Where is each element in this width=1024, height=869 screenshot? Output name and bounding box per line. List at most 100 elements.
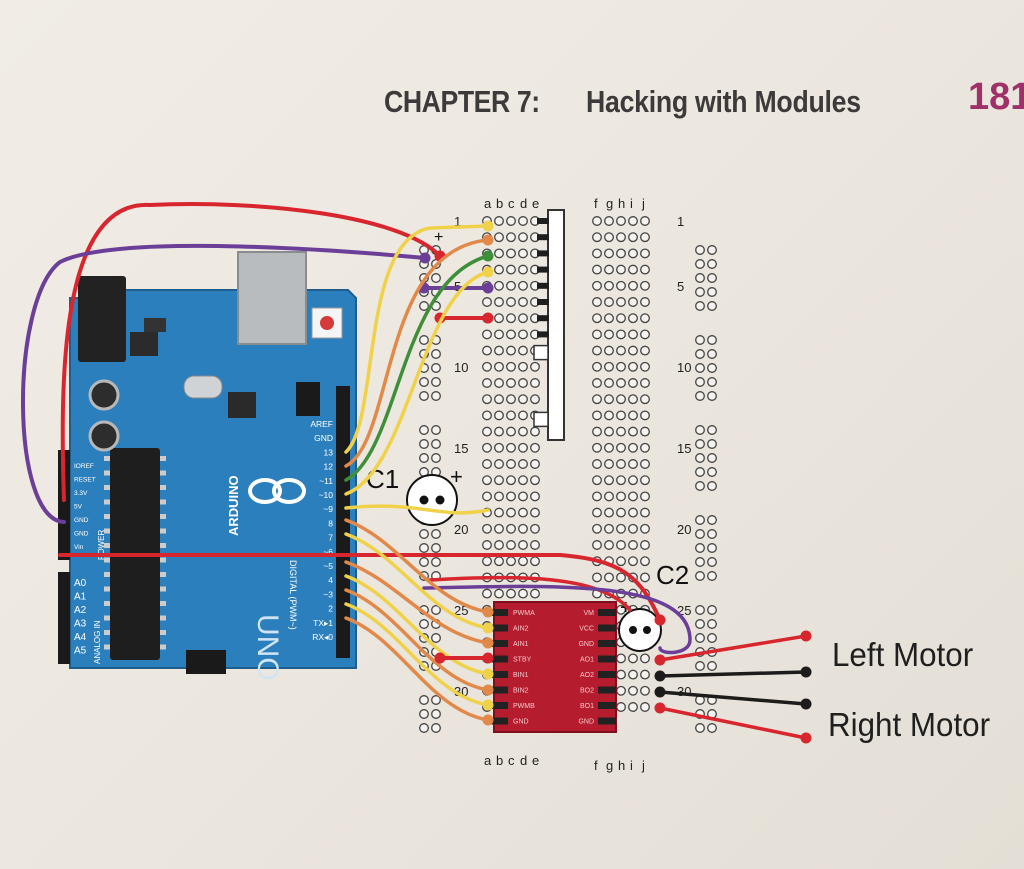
power-rail-hole	[419, 695, 429, 705]
power-rail-hole	[707, 273, 717, 283]
power-rail-hole	[695, 571, 705, 581]
digital-pin-label: 7	[328, 533, 333, 543]
jumper-wire	[344, 574, 490, 676]
column-label: j	[641, 196, 645, 211]
breadboard-hole	[518, 410, 528, 421]
capacitor-c1-label: C1	[366, 464, 399, 494]
reset-button-cap	[320, 316, 334, 330]
wire-end	[800, 698, 812, 710]
breadboard-hole	[616, 491, 626, 502]
jumper-wire	[344, 588, 490, 692]
breadboard-hole	[530, 556, 540, 567]
power-rail-hole	[707, 543, 717, 553]
breadboard-hole	[494, 426, 504, 437]
power-rail-hole	[707, 467, 717, 477]
chip-pin	[160, 456, 166, 461]
wire-end	[482, 282, 494, 294]
breadboard-hole	[506, 280, 516, 291]
driver-pin-label-left: PWMA	[513, 610, 535, 617]
power-rail-hole	[695, 605, 705, 615]
arduino-logo	[248, 478, 282, 504]
breadboard-hole	[628, 685, 638, 696]
breadboard-hole	[592, 572, 602, 583]
breadboard-hole	[640, 685, 650, 696]
power-rail-hole	[431, 557, 441, 567]
column-label: h	[618, 196, 625, 211]
wire-end	[482, 266, 494, 278]
breadboard-hole	[506, 361, 516, 372]
breadboard-hole	[592, 280, 602, 291]
voltage-regulator	[144, 318, 166, 332]
driver-pin-label-right: VCC	[579, 626, 594, 633]
digital-pin-label: 12	[324, 462, 334, 472]
chip-pin	[104, 630, 110, 635]
power-rail-hole	[419, 439, 429, 449]
breadboard-hole	[518, 345, 528, 356]
jumper-wire	[422, 584, 692, 655]
breadboard-hole	[616, 264, 626, 275]
power-rail-hole	[707, 335, 717, 345]
jumper-wires	[21, 202, 812, 744]
power-rail-hole	[707, 363, 717, 373]
breadboard-hole	[506, 588, 516, 599]
chip-pin	[104, 456, 110, 461]
row-number-left: 20	[454, 522, 468, 537]
breadboard-hole	[628, 313, 638, 324]
wire-end	[482, 684, 494, 696]
jumper-wire	[344, 518, 490, 614]
column-label: f	[594, 196, 598, 211]
chip-pin	[104, 557, 110, 563]
power-rail-hole	[419, 453, 429, 463]
power-rail-hole	[695, 439, 705, 449]
row-number-right: 1	[677, 214, 684, 229]
jumper-wire	[344, 254, 490, 482]
wire-end	[654, 702, 666, 714]
breadboard-hole	[640, 297, 650, 307]
power-rail-hole	[707, 425, 717, 435]
breadboard-hole	[494, 280, 504, 291]
driver-pin-label-right: GND	[578, 719, 594, 726]
driver-pin	[598, 717, 616, 725]
breadboard-hole	[494, 410, 504, 421]
power-rail-hole	[707, 481, 717, 491]
breadboard-hole	[518, 507, 528, 518]
breadboard-hole	[592, 361, 602, 372]
power-rail-hole	[419, 301, 429, 311]
chip-pin	[104, 470, 110, 476]
breadboard-hole	[640, 216, 650, 226]
capacitor-component	[88, 420, 120, 452]
chip-pin	[160, 615, 166, 621]
breadboard-hole	[494, 378, 504, 388]
breadboard-hole	[592, 329, 602, 340]
wire-end	[654, 670, 666, 682]
column-label: a	[484, 196, 492, 211]
power-rail-hole	[707, 633, 717, 643]
breadboard-hole	[592, 232, 602, 243]
driver-pin-label-right: VM	[584, 610, 595, 617]
power-pin-label: GND	[74, 517, 89, 524]
header-pin	[537, 234, 549, 241]
driver-pin	[490, 609, 508, 616]
jumper-wire	[344, 504, 490, 515]
arduino-brand: ARDUINO	[226, 475, 241, 536]
power-pin-label: 5V	[74, 504, 83, 511]
breadboard-hole	[506, 540, 516, 550]
breadboard-hole	[518, 329, 528, 340]
wire-end	[800, 732, 812, 744]
power-rail-hole	[695, 335, 705, 345]
breadboard-hole	[506, 410, 516, 421]
breadboard-hole	[628, 507, 638, 518]
analog-pin-label: A5	[74, 646, 87, 657]
power-rail-hole	[695, 661, 705, 671]
power-rail-hole	[707, 723, 717, 733]
breadboard-hole	[518, 297, 528, 307]
jumper-wire	[344, 560, 490, 645]
power-rail-hole	[431, 543, 441, 553]
driver-pin-label-right: AO2	[580, 672, 594, 679]
breadboard-hole	[494, 540, 504, 550]
breadboard-hole	[604, 232, 614, 243]
breadboard-hole	[494, 588, 504, 599]
power-rail-hole	[431, 439, 441, 449]
digital-pin-label: 2	[328, 604, 333, 614]
